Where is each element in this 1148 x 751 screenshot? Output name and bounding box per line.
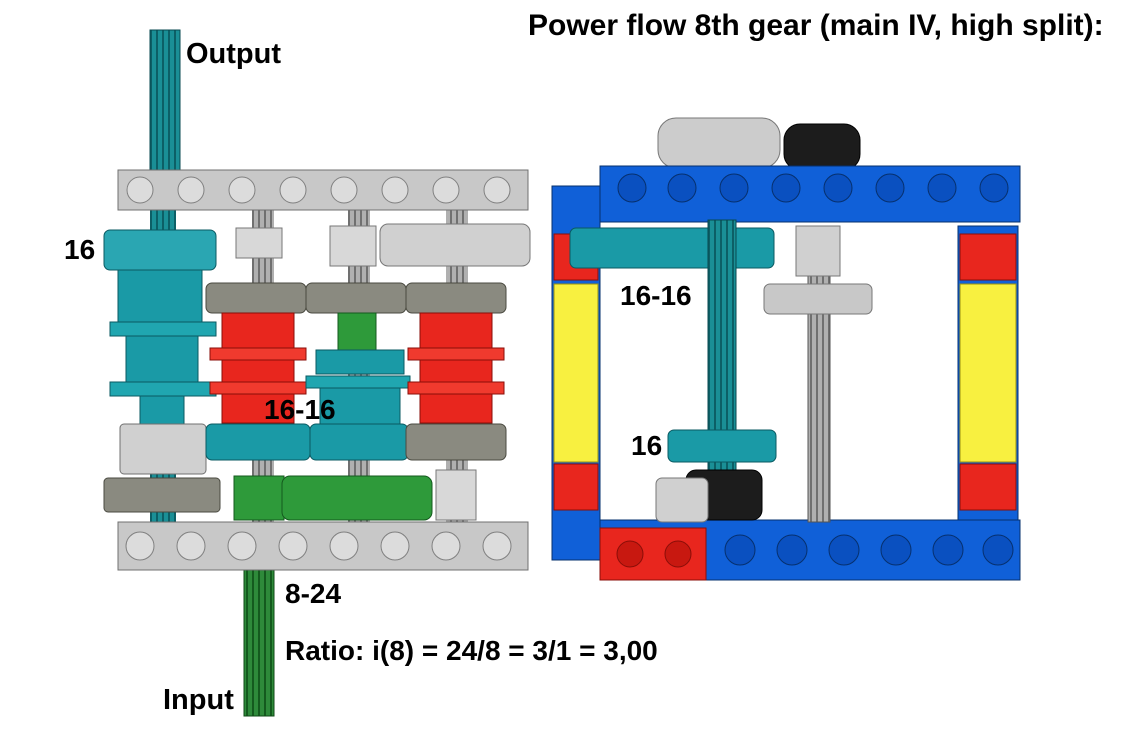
left-column-3 bbox=[281, 225, 433, 521]
left-column-1 bbox=[103, 229, 221, 513]
gear-16-16-right-label: 16-16 bbox=[620, 280, 692, 311]
left-top-beam bbox=[117, 169, 529, 211]
ratio-label: Ratio: i(8) = 24/8 = 3/1 = 3,00 bbox=[285, 635, 658, 666]
diagram-title: Power flow 8th gear (main IV, high split… bbox=[528, 9, 1104, 42]
output-label: Output bbox=[186, 38, 282, 70]
gear-16-right-label: 16 bbox=[631, 430, 663, 461]
left-bottom-beam bbox=[117, 521, 529, 571]
gear-8-24-label: 8-24 bbox=[285, 578, 342, 609]
right-top-gears bbox=[657, 117, 861, 171]
gear-16-16-left-label: 16-16 bbox=[264, 394, 336, 425]
left-column-4 bbox=[379, 223, 531, 521]
input-shaft bbox=[243, 569, 275, 717]
input-label: Input bbox=[163, 684, 234, 716]
output-shaft bbox=[149, 29, 181, 176]
gear-16-left-label: 16 bbox=[64, 234, 96, 265]
right-internals bbox=[569, 219, 873, 523]
left-column-2 bbox=[205, 227, 311, 521]
